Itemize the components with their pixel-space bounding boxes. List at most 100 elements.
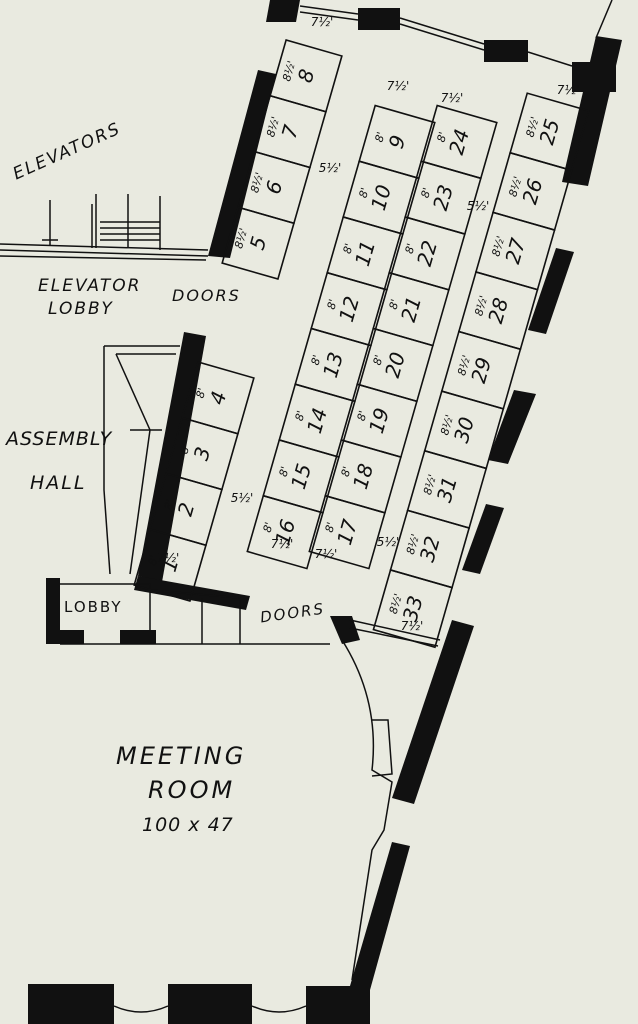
booth-width-b: 7½' [387,79,410,93]
booth-24[interactable]: 248' [420,104,498,180]
booth-23[interactable]: 238' [404,160,482,236]
booth-width-c: 7½' [441,91,464,105]
wall-right-4 [462,504,504,574]
booth-grid: 88½'78½'68½'58½'48'38'28'18'98'108'118'1… [133,15,590,649]
booth-width-g: 7½' [315,547,338,561]
booth-number: 24 [444,126,474,157]
booth-size: 8' [373,130,388,143]
booth-number: 15 [286,461,316,492]
booth-21[interactable]: 218' [372,271,450,347]
booth-size: 8½' [489,234,507,257]
wall-left-upper [208,70,276,258]
aisle-width-right-top: 5½' [467,199,490,213]
booth-15[interactable]: 158' [262,438,340,514]
booth-3[interactable]: 38' [165,416,239,491]
booth-number: 18 [348,461,378,492]
booth-11[interactable]: 118' [326,215,404,291]
window-top-3 [572,62,616,92]
wall-door-jamb [330,616,360,644]
wall-bottom-3 [306,986,370,1024]
wall-right-3 [488,390,536,464]
booth-size: 8½' [280,59,298,82]
booth-size: 8' [341,242,356,255]
lobby-label: LOBBY [64,598,123,616]
booth-13[interactable]: 138' [294,327,372,403]
booth-number: 22 [412,238,442,269]
booth-number: 3 [189,444,216,463]
booth-4[interactable]: 48' [181,361,255,435]
meeting-room-dims: 100 x 47 [142,814,234,836]
wall-bottom-1 [28,984,114,1024]
meeting-room-label-2: ROOM [148,776,236,804]
aisle-width-right-bottom: 5½' [377,535,400,549]
booth-20[interactable]: 208' [356,327,434,403]
booth-number: 20 [380,349,410,380]
booth-8[interactable]: 88½' [269,39,343,113]
booth-1[interactable]: 18' [133,528,207,602]
booth-size: 8' [355,409,370,422]
booth-outline [221,206,295,280]
booth-number: 12 [334,294,364,325]
booth-number: 10 [366,182,396,213]
booth-number: 1 [157,556,184,575]
booth-outline [133,528,207,602]
booth-size: 8½' [438,413,456,436]
elevator-lobby-label-2: LOBBY [48,299,114,319]
booth-number: 14 [302,405,332,436]
booth-number: 7 [277,122,304,141]
booth-size: 8½' [248,171,266,194]
booth-16[interactable]: 168' [246,494,324,570]
booth-9[interactable]: 98' [358,104,436,180]
booth-width-h: 7½' [401,619,424,633]
booth-size: 8' [419,186,434,199]
booth-number: 2 [173,500,200,519]
booth-size: 8' [293,409,308,422]
elevator-lobby-label-1: ELEVATOR [38,276,142,296]
booth-18[interactable]: 188' [324,438,402,514]
booth-10[interactable]: 108' [342,160,420,236]
wall-right-2 [528,248,574,334]
booth-size: 8½' [232,227,250,250]
booth-number: 9 [384,132,411,151]
booth-number: 4 [205,388,232,407]
booth-6[interactable]: 68½' [237,150,311,225]
booth-19[interactable]: 198' [340,383,418,459]
booth-number: 19 [364,405,394,436]
booth-number: 5 [245,234,272,253]
booth-size: 8' [178,442,193,455]
booth-size: 8' [277,465,292,478]
booth-size: 8' [325,298,340,311]
booth-2[interactable]: 28' [149,472,223,547]
booth-5[interactable]: 58½' [221,206,295,280]
outlines [0,0,613,1013]
booth-12[interactable]: 128' [310,271,388,347]
booth-number: 13 [318,349,348,380]
assembly-hall-label-1: ASSEMBLY [6,428,113,450]
booth-14[interactable]: 148' [278,383,356,459]
doors-label-top: DOORS [172,286,241,305]
wall-right-5 [392,620,474,804]
booth-size: 8½' [264,115,282,138]
assembly-hall-label-2: HALL [30,472,87,494]
booth-size: 8' [261,521,276,534]
booth-size: 8' [309,353,324,366]
booth-number: 23 [428,182,458,213]
booth-size: 8½' [506,175,524,198]
booth-size: 8' [403,242,418,255]
booth-22[interactable]: 228' [388,215,466,291]
wall-lobby-left [46,578,60,644]
booth-width-d: 7½' [557,83,580,97]
booth-size: 8' [194,386,209,399]
meeting-room-label-1: MEETING [116,742,247,770]
booth-size: 8½' [472,294,490,317]
wall-lobby-bottom [120,630,156,644]
booth-17[interactable]: 178' [308,494,386,570]
booth-number: 8 [293,66,320,85]
